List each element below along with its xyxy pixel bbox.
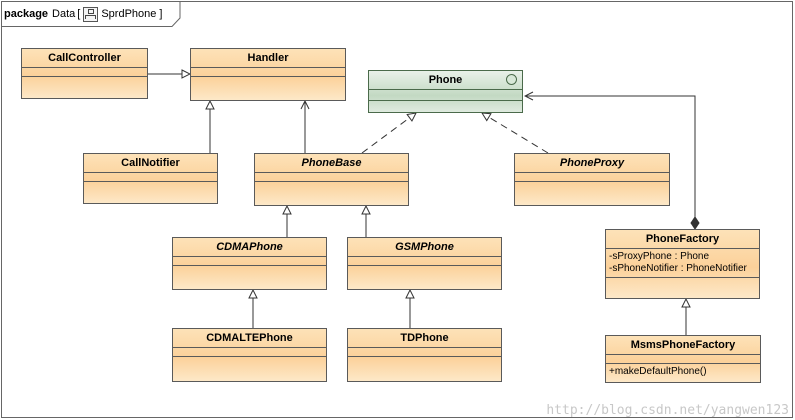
- class-name: PhoneBase: [255, 154, 408, 173]
- class-callcontroller[interactable]: CallController: [21, 48, 148, 99]
- operations-compartment: [22, 77, 147, 85]
- close-bracket: ]: [159, 8, 163, 20]
- class-name: CDMALTEPhone: [173, 329, 326, 348]
- operations-compartment: [606, 278, 759, 286]
- class-tdphone[interactable]: TDPhone: [347, 328, 502, 382]
- package-name: Data: [52, 8, 76, 20]
- class-callnotifier[interactable]: CallNotifier: [83, 153, 218, 204]
- attributes-compartment: -sProxyPhone : Phone -sPhoneNotifier : P…: [606, 249, 759, 278]
- class-handler[interactable]: Handler: [190, 48, 346, 101]
- attributes-compartment: [173, 257, 326, 266]
- attributes-compartment: [191, 68, 345, 77]
- watermark: http://blog.csdn.net/yangwen123: [546, 403, 789, 418]
- class-phoneproxy[interactable]: PhoneProxy: [514, 153, 670, 206]
- class-cdmaltephone[interactable]: CDMALTEPhone: [172, 328, 327, 382]
- attributes-compartment: [84, 173, 217, 182]
- edge-phoneproxy-phone: [482, 113, 549, 154]
- interface-phone[interactable]: Phone: [368, 70, 523, 113]
- operations-compartment: [191, 77, 345, 85]
- operation-makedefaultphone: +makeDefaultPhone(): [609, 366, 707, 377]
- interface-icon: [506, 74, 517, 85]
- attributes-compartment: [348, 257, 501, 266]
- operations-compartment: [173, 266, 326, 274]
- class-name: Phone: [369, 71, 522, 90]
- attribute-sphonenotifier: -sPhoneNotifier : PhoneNotifier: [609, 263, 747, 274]
- composition-diamond: [690, 216, 700, 230]
- operations-compartment: [515, 182, 669, 190]
- class-name: GSMPhone: [348, 238, 501, 257]
- operations-compartment: [173, 357, 326, 365]
- operations-compartment: [255, 182, 408, 190]
- package-tab-outline: [1, 1, 181, 27]
- operations-compartment: [348, 266, 501, 274]
- class-name: TDPhone: [348, 329, 501, 348]
- class-name: Handler: [191, 49, 345, 68]
- class-name: CallNotifier: [84, 154, 217, 173]
- class-phonebase[interactable]: PhoneBase: [254, 153, 409, 206]
- operations-compartment: +makeDefaultPhone(): [606, 364, 760, 380]
- package-tab: package Data [ SprdPhone ]: [4, 4, 162, 24]
- diagram-name[interactable]: SprdPhone: [101, 8, 157, 20]
- attributes-compartment: [515, 173, 669, 182]
- operations-compartment: [84, 182, 217, 190]
- class-msmsphonefactory[interactable]: MsmsPhoneFactory +makeDefaultPhone(): [605, 335, 761, 383]
- class-name: MsmsPhoneFactory: [606, 336, 760, 355]
- open-bracket: [: [77, 8, 81, 20]
- operations-compartment: [348, 357, 501, 365]
- operations-compartment: [369, 101, 522, 111]
- class-name: PhoneProxy: [515, 154, 669, 173]
- attributes-compartment: [22, 68, 147, 77]
- class-cdmaphone[interactable]: CDMAPhone: [172, 237, 327, 290]
- edge-phonefactory-phone: [525, 96, 696, 229]
- class-name: CDMAPhone: [173, 238, 326, 257]
- class-phonefactory[interactable]: PhoneFactory -sProxyPhone : Phone -sPhon…: [605, 229, 760, 299]
- class-name: CallController: [22, 49, 147, 68]
- class-diagram-icon: [83, 6, 99, 22]
- attribute-sproxyphone: -sProxyPhone : Phone: [609, 251, 710, 262]
- attributes-compartment: [369, 90, 522, 101]
- edge-phonebase-phone: [361, 113, 416, 154]
- package-keyword: package: [4, 8, 49, 20]
- attributes-compartment: [255, 173, 408, 182]
- class-gsmphone[interactable]: GSMPhone: [347, 237, 502, 290]
- attributes-compartment: [173, 348, 326, 357]
- class-name: PhoneFactory: [606, 230, 759, 249]
- attributes-compartment: [606, 355, 760, 364]
- attributes-compartment: [348, 348, 501, 357]
